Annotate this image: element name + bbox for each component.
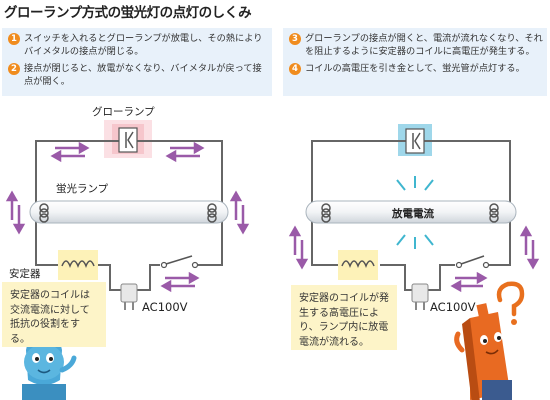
left-plug-label: AC100V	[142, 300, 188, 314]
right-steps-box	[283, 28, 547, 96]
right-fluorescent-tube	[305, 200, 517, 224]
left-current-arrows	[5, 141, 250, 293]
page-title: グローランプ方式の蛍光灯の点灯のしくみ	[4, 5, 252, 21]
left-fluorescent-tube	[29, 200, 229, 224]
right-discharge-rays	[396, 176, 434, 249]
left-circuit-wires	[35, 140, 223, 300]
step-3-number: 3	[289, 33, 301, 45]
left-steps-box	[2, 28, 272, 96]
left-switch-icon	[160, 255, 199, 269]
right-current-arrows	[288, 225, 540, 293]
step-1-number: 1	[8, 33, 20, 45]
orange-mascot-illustration	[454, 281, 525, 400]
left-glow-lamp-icon	[118, 127, 138, 153]
left-tube-label: 蛍光ランプ	[56, 183, 109, 195]
left-ballast-note: 安定器のコイルは交流電流に対して抵抗の役割をする。	[2, 282, 106, 347]
right-ballast-coil	[338, 250, 378, 280]
right-glow-lamp-icon	[405, 128, 425, 154]
left-plug-icon	[120, 283, 138, 310]
right-plug-icon	[411, 283, 429, 310]
step-2-text: 接点が閉じると、放電がなくなり、バイメタルが戻って接点が開く。	[24, 63, 262, 87]
right-discharge-label: 放電電流	[392, 208, 434, 220]
step-2-number: 2	[8, 63, 20, 75]
left-ballast-coil	[58, 250, 98, 280]
step-4-text: コイルの高電圧を引き金として、蛍光管が点灯する。	[305, 63, 525, 74]
step-3-text: グローランプの接点が開くと、電流が流れなくなり、それを阻止するように安定器のコイ…	[305, 33, 543, 57]
step-4-number: 4	[289, 63, 301, 75]
left-ballast-label: 安定器	[9, 268, 41, 280]
left-glow-lamp-label: グローランプ	[92, 106, 155, 118]
step-1-text: スイッチを入れるとグローランプが放電し、その熱によりバイメタルの接点が閉じる。	[24, 33, 263, 57]
right-discharge-note: 安定器のコイルが発生する高電圧により、ランプ内に放電電流が流れる。	[291, 285, 397, 350]
right-plug-label: AC100V	[430, 300, 476, 314]
right-switch-icon	[455, 255, 490, 269]
